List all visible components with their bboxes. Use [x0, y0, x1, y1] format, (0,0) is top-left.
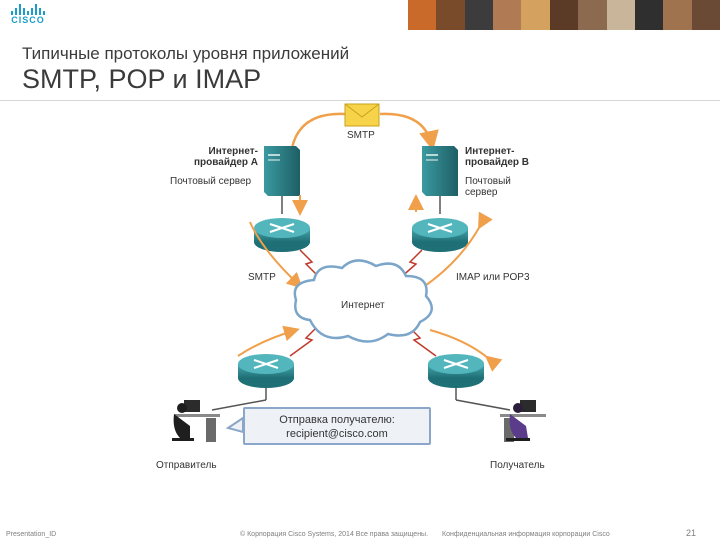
- link-a-internet: [299, 249, 321, 279]
- smtp-arc-right: [379, 112, 439, 151]
- header-photo-strip: [408, 0, 720, 30]
- slide-subtitle: Типичные протоколы уровня приложений: [22, 44, 350, 63]
- cisco-logo: CISCO: [8, 3, 48, 27]
- smtp-arrow-left: [249, 221, 303, 289]
- server-a-icon: [264, 146, 300, 196]
- cisco-logo-text: CISCO: [11, 15, 45, 25]
- callout-line-1: Отправка получателю:: [279, 414, 395, 426]
- sender-arrow: [237, 325, 300, 357]
- label-mail-server-a: Почтовый сервер: [170, 176, 252, 187]
- link-b-internet: [399, 249, 423, 279]
- label-smtp-top: SMTP: [347, 130, 375, 141]
- server-b-icon: [422, 146, 458, 196]
- footer-copyright: © Корпорация Cisco Systems, 2014 Все пра…: [240, 531, 429, 538]
- link-c-internet: [289, 325, 319, 357]
- page-number: 21: [686, 528, 697, 538]
- cisco-logo-bars-icon: [11, 3, 45, 15]
- top-bar: CISCO: [0, 0, 720, 30]
- label-imap-pop3: IMAP или POP3: [456, 272, 530, 283]
- title-divider: [0, 100, 720, 101]
- footer-confidential: Конфиденциальная информация корпорации C…: [442, 531, 610, 538]
- label-isp-a: Интернет-провайдер А: [194, 146, 258, 168]
- label-sender: Отправитель: [156, 460, 217, 471]
- slide-title: SMTP, POP и IMAP: [22, 64, 262, 94]
- receiver-workstation-icon: [500, 400, 546, 442]
- label-receiver: Получатель: [490, 460, 545, 471]
- label-internet: Интернет: [341, 300, 385, 311]
- router-c-icon: [238, 354, 294, 388]
- router-a-icon: [254, 218, 310, 252]
- receiver-arrow: [429, 329, 503, 372]
- imap-arrow-right: [421, 211, 493, 289]
- router-d-icon: [428, 354, 484, 388]
- router-b-icon: [412, 218, 468, 252]
- sender-workstation-icon: [172, 400, 220, 442]
- send-to-recipient-callout: Отправка получателю: recipient@cisco.com: [243, 407, 431, 445]
- label-smtp-left: SMTP: [248, 272, 276, 283]
- label-mail-server-b: Почтовый сервер: [465, 176, 511, 198]
- footer-presentation-id: Presentation_ID: [6, 531, 57, 538]
- label-isp-b: Интернет-провайдер B: [465, 146, 529, 168]
- internet-cloud-icon: [293, 259, 433, 343]
- smtp-arc-left: [290, 112, 346, 149]
- callout-line-2: recipient@cisco.com: [286, 428, 388, 440]
- envelope-icon: [344, 103, 380, 127]
